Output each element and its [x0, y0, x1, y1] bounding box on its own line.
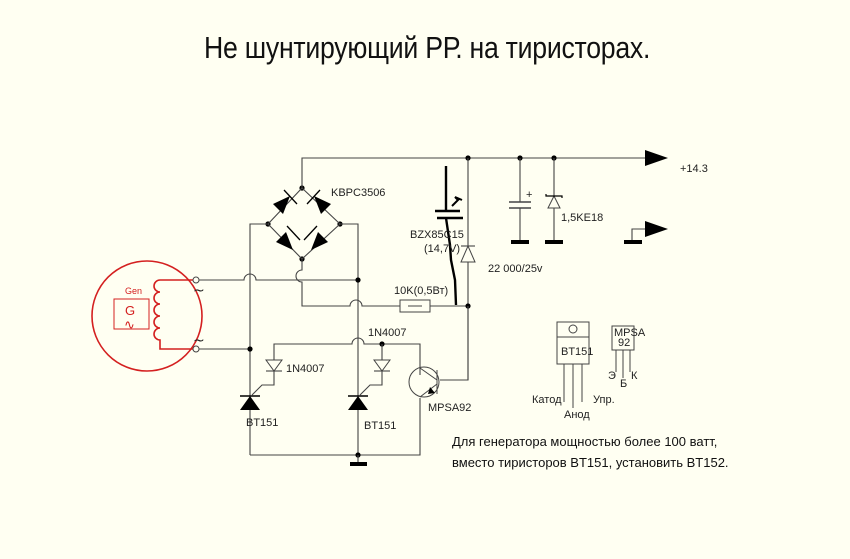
output-arrow-icon	[645, 150, 668, 166]
bridge-diode-icon	[314, 196, 331, 214]
gen-top-wire	[196, 273, 358, 281]
mpsa92-pin-k: К	[631, 370, 638, 382]
zener-voltage-label: (14,7V)	[424, 243, 460, 255]
zener-label: BZX85C15	[410, 229, 464, 241]
ground-icon	[511, 240, 529, 244]
ground-bus-wire	[250, 398, 421, 456]
note-line-2: вместо тиристоров BT151, установить BT15…	[452, 455, 729, 470]
thyristor-left	[240, 395, 260, 410]
tvs-label: 1,5KE18	[561, 212, 603, 224]
output-voltage-label: +14.3	[680, 163, 708, 175]
bridge-label: KBPC3506	[331, 187, 385, 199]
generator-tilde: ∿	[124, 318, 135, 333]
mpsa92-pin-e: Э	[608, 370, 616, 382]
capacitor-label: 22 000/25v	[488, 263, 543, 275]
bridge-diode-icon	[276, 232, 293, 250]
bt151-package-label: BT151	[561, 346, 593, 358]
bridge-rectifier	[265, 170, 343, 262]
generator	[91, 260, 203, 372]
gate-drive-wire	[273, 337, 421, 375]
diode-1n4007-left	[251, 359, 283, 396]
resistor-label: 10K(0,5Вт)	[394, 285, 448, 297]
terminal-top-label: ~	[193, 283, 205, 299]
thyristor-right	[348, 395, 368, 410]
transistor-mpsa92	[408, 366, 440, 398]
ground-icon	[350, 462, 367, 466]
generator-symbol: G	[125, 303, 135, 318]
resistor	[399, 299, 468, 313]
cap-plus-label: +	[526, 189, 532, 201]
page-title: Не шунтирующий РР. на тиристорах.	[204, 30, 651, 65]
diode-1-label: 1N4007	[286, 363, 325, 375]
capacitor	[509, 158, 531, 244]
terminal-bottom-label: ~	[193, 333, 205, 349]
bt151-pin-anode: Анод	[564, 409, 590, 421]
left-ac-wire	[249, 223, 268, 455]
ground-icon	[624, 240, 642, 244]
diode-1n4007-right	[359, 344, 391, 396]
top-rail-wire	[301, 150, 668, 170]
ground-icon	[545, 240, 563, 244]
thyristor-2-label: BT151	[364, 420, 396, 432]
mpsa92-package-label-2: 92	[618, 337, 630, 349]
ground-output	[624, 221, 668, 244]
tvs-diode	[545, 158, 563, 244]
bt151-pin-gate: Упр.	[593, 394, 615, 406]
vertical-sense-wire	[440, 158, 476, 381]
mpsa92-pin-b: Б	[620, 378, 627, 390]
bridge-minus-wire	[295, 259, 400, 307]
generator-label: Gen	[125, 286, 142, 296]
zener-bzx85c15	[435, 166, 463, 306]
bt151-package	[556, 321, 590, 408]
ground-arrow-icon	[645, 221, 668, 237]
right-ac-wire	[340, 223, 359, 455]
bt151-pin-cathode: Катод	[532, 394, 562, 406]
bridge-diode-icon	[273, 196, 290, 214]
bridge-diode-icon	[311, 232, 328, 250]
thyristor-1-label: BT151	[246, 417, 278, 429]
note-line-1: Для генератора мощностью более 100 ватт,	[452, 434, 718, 449]
mpsa92-package	[611, 325, 635, 378]
mpsa92-package-label-1: MPSA	[614, 327, 646, 339]
diode-2-label: 1N4007	[368, 327, 407, 339]
transistor-label: MPSA92	[428, 402, 471, 414]
